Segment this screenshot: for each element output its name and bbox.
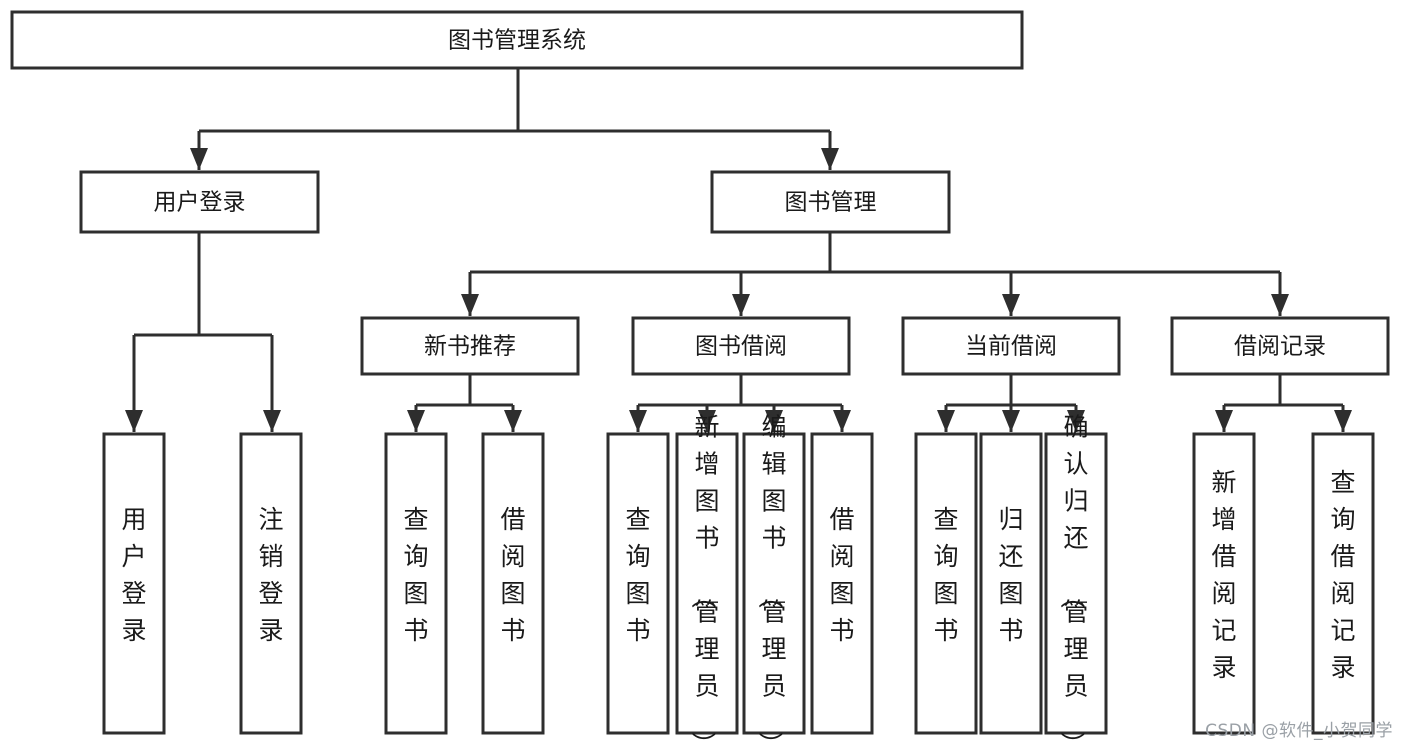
node-leaf-borrow-book[interactable]: 借阅图书 [810,432,874,735]
node-leaf-user-logout[interactable]: 注销登录 [239,432,303,735]
node-label-leaf-user-logout: 注销登录 [258,505,283,645]
arrow-leaf-borrow-book-icon [833,410,851,432]
connector-lines-layer [132,68,1345,432]
node-label-current-borrow: 当前借阅 [965,334,1057,360]
node-label-leaf-edit-book: 编辑图书（管理员） [755,413,786,747]
node-label-leaf-user-login: 用户登录 [121,505,146,645]
node-leaf-borrow-book-rec[interactable]: 借阅图书 [481,432,545,735]
node-user-login[interactable]: 用户登录 [79,170,320,234]
arrow-borrow-record-icon [1271,294,1289,316]
node-book-borrow[interactable]: 图书借阅 [631,316,851,376]
node-label-leaf-borrow-book: 借阅图书 [829,505,854,645]
node-label-book-manage: 图书管理 [785,190,877,216]
node-box-book-manage [710,170,951,234]
node-leaf-edit-book[interactable]: 编辑图书（管理员） [742,413,806,747]
arrow-user-login-icon [190,148,208,170]
node-leaf-query-book-cur[interactable]: 查询图书 [914,432,978,735]
node-label-leaf-query-book: 查询图书 [625,505,650,645]
node-label-leaf-query-book-cur: 查询图书 [933,505,958,645]
arrow-leaf-confirm-return-icon [1067,410,1085,432]
node-box-leaf-query-book-cur [914,432,978,735]
arrow-leaf-add-record-icon [1215,410,1233,432]
node-book-manage[interactable]: 图书管理 [710,170,951,234]
node-box-leaf-edit-book [742,432,806,735]
node-leaf-query-book-rec[interactable]: 查询图书 [384,432,448,735]
arrow-new-book-rec-icon [461,294,479,316]
node-box-leaf-query-record [1311,432,1375,735]
node-leaf-user-login[interactable]: 用户登录 [102,432,166,735]
node-current-borrow[interactable]: 当前借阅 [901,316,1121,376]
arrow-book-manage-icon [821,148,839,170]
node-new-book-rec[interactable]: 新书推荐 [360,316,580,376]
arrow-heads-layer [125,148,1352,432]
node-box-current-borrow [901,316,1121,376]
node-box-leaf-query-book-rec [384,432,448,735]
node-box-borrow-record [1170,316,1390,376]
node-leaf-add-book[interactable]: 新增图书（管理员） [675,413,739,747]
node-box-leaf-return-book [979,432,1043,735]
node-box-leaf-user-logout [239,432,303,735]
node-label-leaf-confirm-return: 确认归还（管理员） [1057,413,1088,747]
node-label-leaf-query-book-rec: 查询图书 [403,505,428,645]
node-box-leaf-user-login [102,432,166,735]
node-box-leaf-add-book [675,432,739,735]
diagram-nodes-layer: 图书管理系统用户登录图书管理新书推荐图书借阅当前借阅借阅记录用户登录注销登录查询… [10,10,1390,747]
node-box-user-login [79,170,320,234]
node-label-leaf-add-book: 新增图书（管理员） [688,413,719,747]
node-label-new-book-rec: 新书推荐 [424,334,516,360]
arrow-leaf-return-book-icon [1002,410,1020,432]
node-borrow-record[interactable]: 借阅记录 [1170,316,1390,376]
node-label-leaf-return-book: 归还图书 [998,505,1023,645]
arrow-book-borrow-icon [732,294,750,316]
node-label-root: 图书管理系统 [448,28,586,54]
node-box-leaf-borrow-book-rec [481,432,545,735]
node-label-leaf-borrow-book-rec: 借阅图书 [500,505,525,645]
arrow-leaf-user-login-icon [125,410,143,432]
node-box-leaf-borrow-book [810,432,874,735]
node-label-borrow-record: 借阅记录 [1234,334,1326,360]
node-label-book-borrow: 图书借阅 [695,334,787,360]
arrow-leaf-query-record-icon [1334,410,1352,432]
node-leaf-add-record[interactable]: 新增借阅记录 [1192,432,1256,735]
node-label-leaf-add-record: 新增借阅记录 [1211,468,1236,682]
node-leaf-query-record[interactable]: 查询借阅记录 [1311,432,1375,735]
node-box-book-borrow [631,316,851,376]
node-box-leaf-query-book [606,432,670,735]
node-label-leaf-query-record: 查询借阅记录 [1330,468,1355,682]
arrow-leaf-add-book-icon [698,410,716,432]
node-leaf-confirm-return[interactable]: 确认归还（管理员） [1044,413,1108,747]
arrow-leaf-query-book-rec-icon [407,410,425,432]
arrow-leaf-user-logout-icon [263,410,281,432]
node-leaf-query-book[interactable]: 查询图书 [606,432,670,735]
node-box-leaf-add-record [1192,432,1256,735]
arrow-leaf-edit-book-icon [765,410,783,432]
arrow-leaf-borrow-book-rec-icon [504,410,522,432]
arrow-current-borrow-icon [1002,294,1020,316]
arrow-leaf-query-book-icon [629,410,647,432]
node-box-root [10,10,1024,70]
arrow-leaf-query-book-cur-icon [937,410,955,432]
node-box-leaf-confirm-return [1044,432,1108,735]
node-root[interactable]: 图书管理系统 [10,10,1024,70]
node-leaf-return-book[interactable]: 归还图书 [979,432,1043,735]
node-label-user-login: 用户登录 [154,190,246,216]
node-box-new-book-rec [360,316,580,376]
